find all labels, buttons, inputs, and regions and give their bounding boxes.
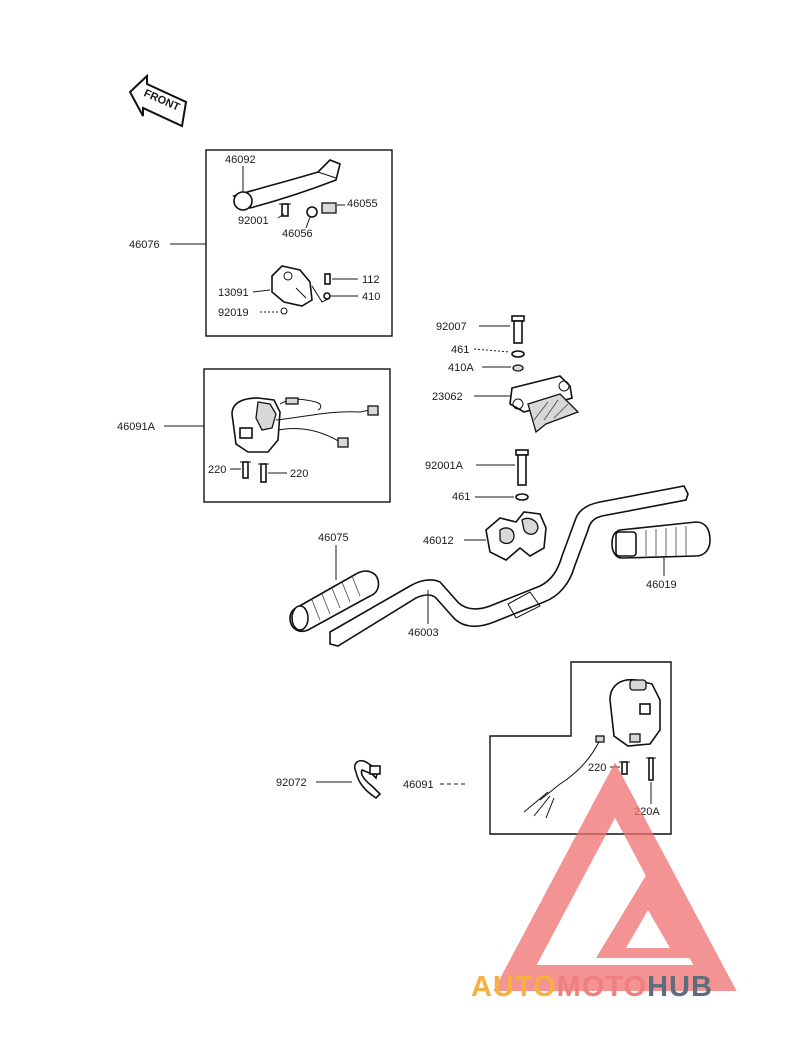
left-switch-wiring-part: [275, 397, 379, 448]
holder-bolt-part: [511, 315, 525, 344]
right-switch-screw-part: [619, 757, 656, 781]
callout-13091: 13091: [218, 287, 249, 299]
callout-46056: 46056: [282, 228, 313, 240]
callout-46091A: 46091A: [117, 421, 156, 433]
callout-410A: 410A: [448, 362, 474, 374]
right-switch-box: [489, 661, 672, 835]
watermark-moto: MOTO: [557, 971, 647, 1003]
callout-220-left: 220: [208, 464, 226, 476]
watermark-auto: AUTO: [471, 971, 557, 1003]
upper-holder-part: [509, 375, 580, 434]
lock-washer-part: [512, 364, 524, 372]
callout-46055: 46055: [347, 198, 378, 210]
callout-46019: 46019: [646, 579, 677, 591]
right-switch-housing-part: [609, 678, 661, 747]
lever-bolt-part: [279, 203, 291, 217]
switch-screw-part: [240, 461, 269, 483]
clutch-lever-part: [232, 159, 341, 211]
callout-46092: 46092: [225, 154, 256, 166]
callout-410: 410: [362, 291, 380, 303]
handlebar-part: [329, 485, 689, 647]
right-switch-wiring-part: [523, 735, 605, 819]
small-screw-part: [280, 273, 331, 315]
callout-23062: 23062: [432, 391, 463, 403]
callout-46091: 46091: [403, 779, 434, 791]
watermark-logo-icon: [493, 762, 737, 991]
wire-clamp-part: [353, 759, 382, 800]
callout-220-right: 220: [290, 468, 308, 480]
left-grip-part: [289, 570, 380, 633]
adjuster-part: [306, 202, 337, 218]
watermark-hub: HUB: [647, 971, 713, 1003]
callout-112: 112: [362, 274, 380, 286]
callout-46076: 46076: [129, 239, 160, 251]
front-arrow-icon: FRONT: [128, 73, 188, 128]
left-switch-box: [203, 368, 391, 503]
callout-92001A: 92001A: [425, 460, 464, 472]
left-switch-housing-part: [231, 397, 281, 453]
callout-92019: 92019: [218, 307, 249, 319]
washer-part: [511, 350, 525, 358]
watermark-text: AUTOMOTOHUB: [471, 971, 713, 1003]
callout-46075: 46075: [318, 532, 349, 544]
callout-92007: 92007: [436, 321, 467, 333]
callout-461-upper: 461: [451, 344, 469, 356]
lever-assembly-box: [205, 149, 393, 337]
callout-92001: 92001: [238, 215, 269, 227]
callout-461-lower: 461: [452, 491, 470, 503]
lower-holder-part: [485, 511, 547, 561]
callout-46012: 46012: [423, 535, 454, 547]
lever-holder-part: [271, 265, 331, 307]
callout-220-box3: 220: [588, 762, 606, 774]
holder-lower-bolt-part: [515, 449, 529, 501]
right-grip-part: [611, 521, 711, 559]
callout-92072: 92072: [276, 777, 307, 789]
callout-46003: 46003: [408, 627, 439, 639]
